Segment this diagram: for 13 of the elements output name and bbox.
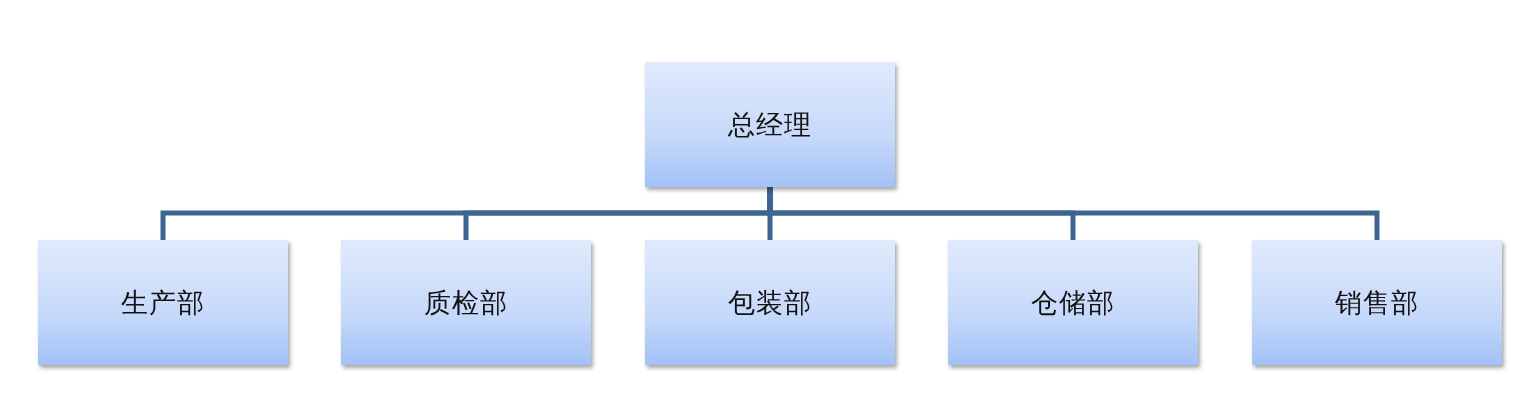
org-chart-box — [1252, 240, 1502, 365]
department-label: 质检部 — [424, 285, 508, 320]
org-chart-box — [645, 62, 895, 187]
connector-line — [767, 187, 1380, 240]
org-chart-box — [341, 240, 591, 365]
department-label: 仓储部 — [1031, 285, 1115, 320]
org-chart-box — [38, 240, 288, 365]
department-label: 包装部 — [728, 285, 812, 320]
org-chart-box — [948, 240, 1198, 365]
department-label: 生产部 — [121, 285, 205, 320]
department-label: 销售部 — [1335, 285, 1419, 320]
department-label: 总经理 — [728, 107, 812, 142]
org-chart-box — [645, 240, 895, 365]
